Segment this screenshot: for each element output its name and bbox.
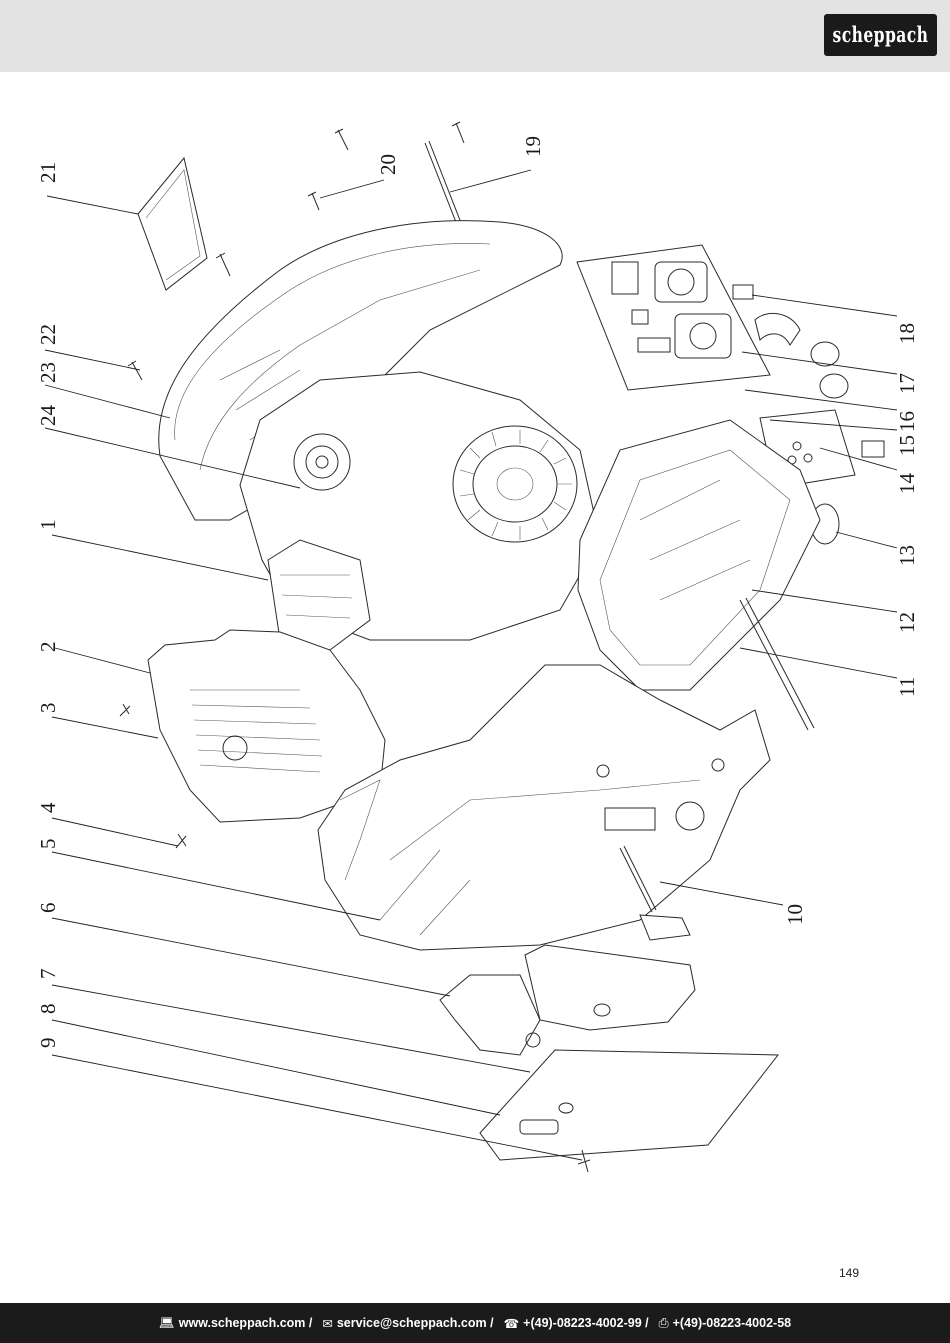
brand-logo: scheppach [824, 14, 937, 56]
brand-logo-text: scheppach [832, 22, 929, 48]
leader-lines [44, 169, 898, 1161]
footer-fax: +(49)-08223-4002-58 [672, 1316, 792, 1330]
callout-9: 9 [36, 1038, 60, 1049]
part-engine-assembly [239, 371, 601, 651]
callout-21: 21 [36, 162, 60, 183]
callout-10: 10 [783, 904, 807, 925]
callout-12: 12 [895, 612, 919, 633]
footer-email: service@scheppach.com / [336, 1316, 494, 1330]
header-band [0, 0, 950, 72]
callout-3: 3 [36, 703, 60, 714]
part-side-cover [147, 629, 386, 823]
callout-4: 4 [36, 802, 60, 813]
part-screws-top [127, 121, 465, 381]
callout-13: 13 [895, 545, 919, 566]
callout-19: 19 [521, 136, 545, 157]
phone-icon: ☎ [503, 1316, 520, 1331]
callout-17: 17 [895, 373, 919, 394]
callout-14: 14 [895, 473, 919, 495]
callout-8: 8 [36, 1004, 60, 1015]
callout-20: 20 [376, 154, 400, 175]
footer-website: www.scheppach.com / [178, 1316, 313, 1330]
callout-18: 18 [895, 323, 919, 344]
part-frame [577, 419, 821, 731]
exploded-view-drawing: 21 20 19 22 23 24 1 2 3 4 5 6 7 8 9 10 1… [36, 121, 919, 1173]
callout-11: 11 [895, 677, 919, 697]
callout-15: 15 [895, 435, 919, 456]
callout-1: 1 [36, 520, 60, 531]
part-screw-3 [119, 703, 131, 717]
page-number: 149 [838, 1266, 859, 1280]
fax-icon: ⎙ [658, 1315, 669, 1330]
callout-5: 5 [36, 839, 60, 850]
callout-22: 22 [36, 324, 60, 345]
part-bottom-plate [479, 1049, 780, 1173]
part-cover-plate [137, 156, 208, 291]
mail-icon: ✉ [322, 1316, 333, 1331]
callout-6: 6 [36, 903, 60, 914]
callout-7: 7 [36, 969, 60, 980]
computer-icon: 💻︎ [158, 1315, 175, 1330]
part-fuel-tank [439, 944, 696, 1056]
callout-24: 24 [36, 405, 60, 427]
callout-23: 23 [36, 362, 60, 383]
part-main-housing [317, 664, 771, 951]
callout-2: 2 [36, 642, 60, 653]
callout-labels: 21 20 19 22 23 24 1 2 3 4 5 6 7 8 9 10 1… [36, 136, 919, 1048]
footer-phone: +(49)-08223-4002-99 / [523, 1316, 649, 1330]
exploded-parts-diagram: 21 20 19 22 23 24 1 2 3 4 5 6 7 8 9 10 1… [36, 121, 919, 1173]
footer-bar: 💻︎ www.scheppach.com / ✉ service@scheppa… [0, 1303, 950, 1343]
callout-16: 16 [895, 411, 919, 432]
